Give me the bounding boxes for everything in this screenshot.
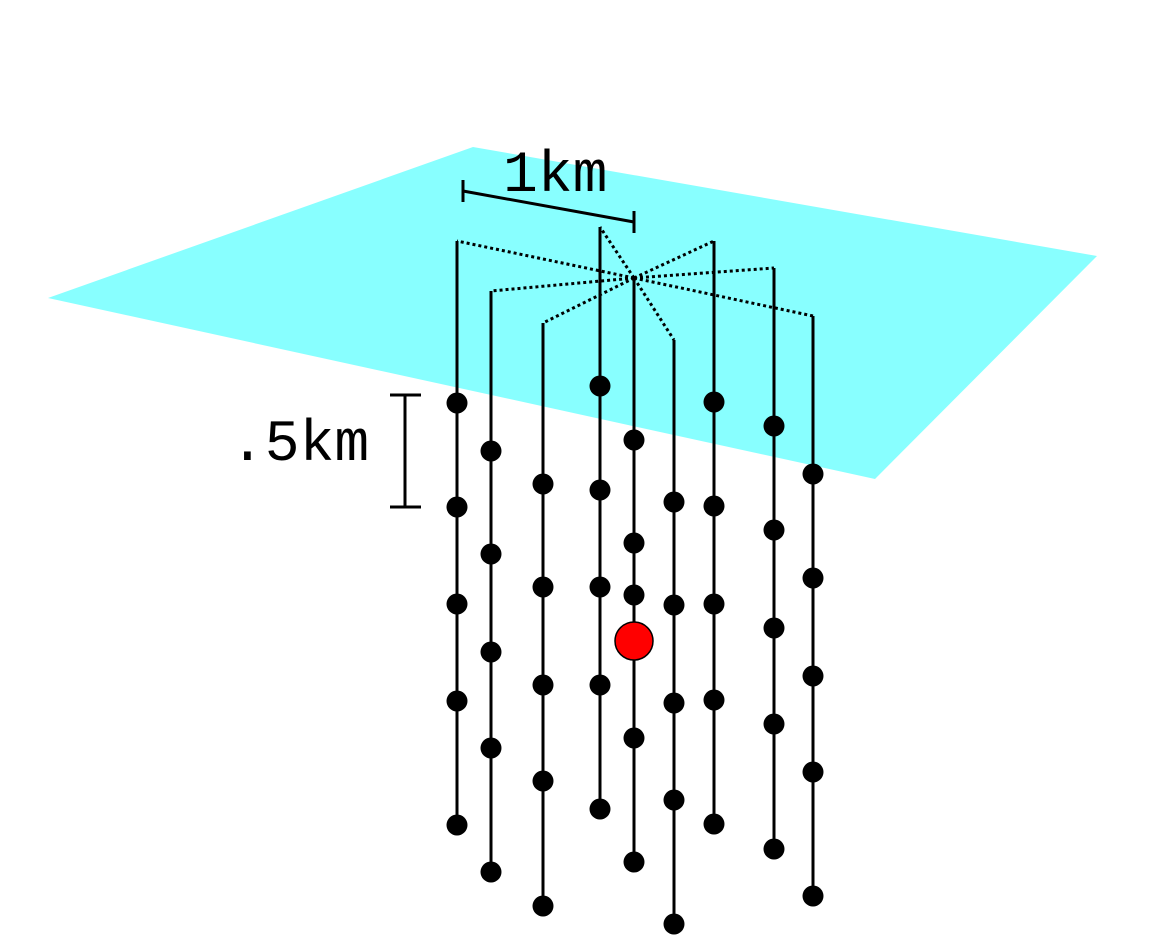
optical-module [802,885,824,907]
optical-module [589,674,611,696]
optical-module [480,737,502,759]
optical-module [446,690,468,712]
horizontal-scale-line [462,189,635,224]
optical-module [763,713,785,735]
optical-module [763,519,785,541]
optical-module [802,567,824,589]
surface-cable [542,276,635,325]
horizontal-scale-bar: 1km [461,144,636,233]
detector-string [763,268,785,860]
surface-cable [633,276,814,318]
surface-cable [632,277,676,341]
surface-cable [456,239,635,280]
optical-module [763,617,785,639]
optical-module [589,479,611,501]
detector-string [663,340,685,935]
surface-cables [456,226,814,341]
optical-module [623,727,645,749]
detector-string [480,291,502,883]
highlighted-module [614,621,654,661]
horizontal-scale-label: 1km [503,144,607,209]
optical-module [623,584,645,606]
vertical-scale-bar: .5km [230,393,421,509]
optical-module [763,415,785,437]
optical-module [663,692,685,714]
detector-string [589,227,611,820]
optical-module [663,789,685,811]
surface-cable [633,266,775,280]
detector-string [802,316,824,907]
detector-strings [446,227,824,935]
optical-module [623,429,645,451]
surface-cable [598,226,636,279]
optical-module [703,689,725,711]
optical-module [703,495,725,517]
optical-module [663,491,685,513]
optical-module [480,543,502,565]
detector-string [703,241,725,835]
detector-string [532,323,554,917]
detector-string [446,241,468,836]
optical-module [446,814,468,836]
optical-module [663,594,685,616]
optical-module [532,576,554,598]
optical-module [802,761,824,783]
surface-cable [633,239,715,280]
optical-module [802,665,824,687]
optical-module [446,496,468,518]
optical-module [663,913,685,935]
optical-module [589,798,611,820]
optical-module [480,440,502,462]
optical-module [802,463,824,485]
optical-module [703,391,725,413]
optical-module [589,576,611,598]
optical-module [480,641,502,663]
vertical-scale-label: .5km [230,413,369,478]
optical-module [532,895,554,917]
optical-module [623,851,645,873]
optical-module [623,532,645,554]
optical-module [763,838,785,860]
detector-string [614,278,654,873]
optical-module [703,813,725,835]
optical-module [446,392,468,414]
optical-module [532,674,554,696]
optical-module [446,593,468,615]
optical-module [589,375,611,397]
optical-module [532,473,554,495]
optical-module [703,593,725,615]
optical-module [480,861,502,883]
optical-module [532,770,554,792]
surface-plane [48,147,1097,479]
